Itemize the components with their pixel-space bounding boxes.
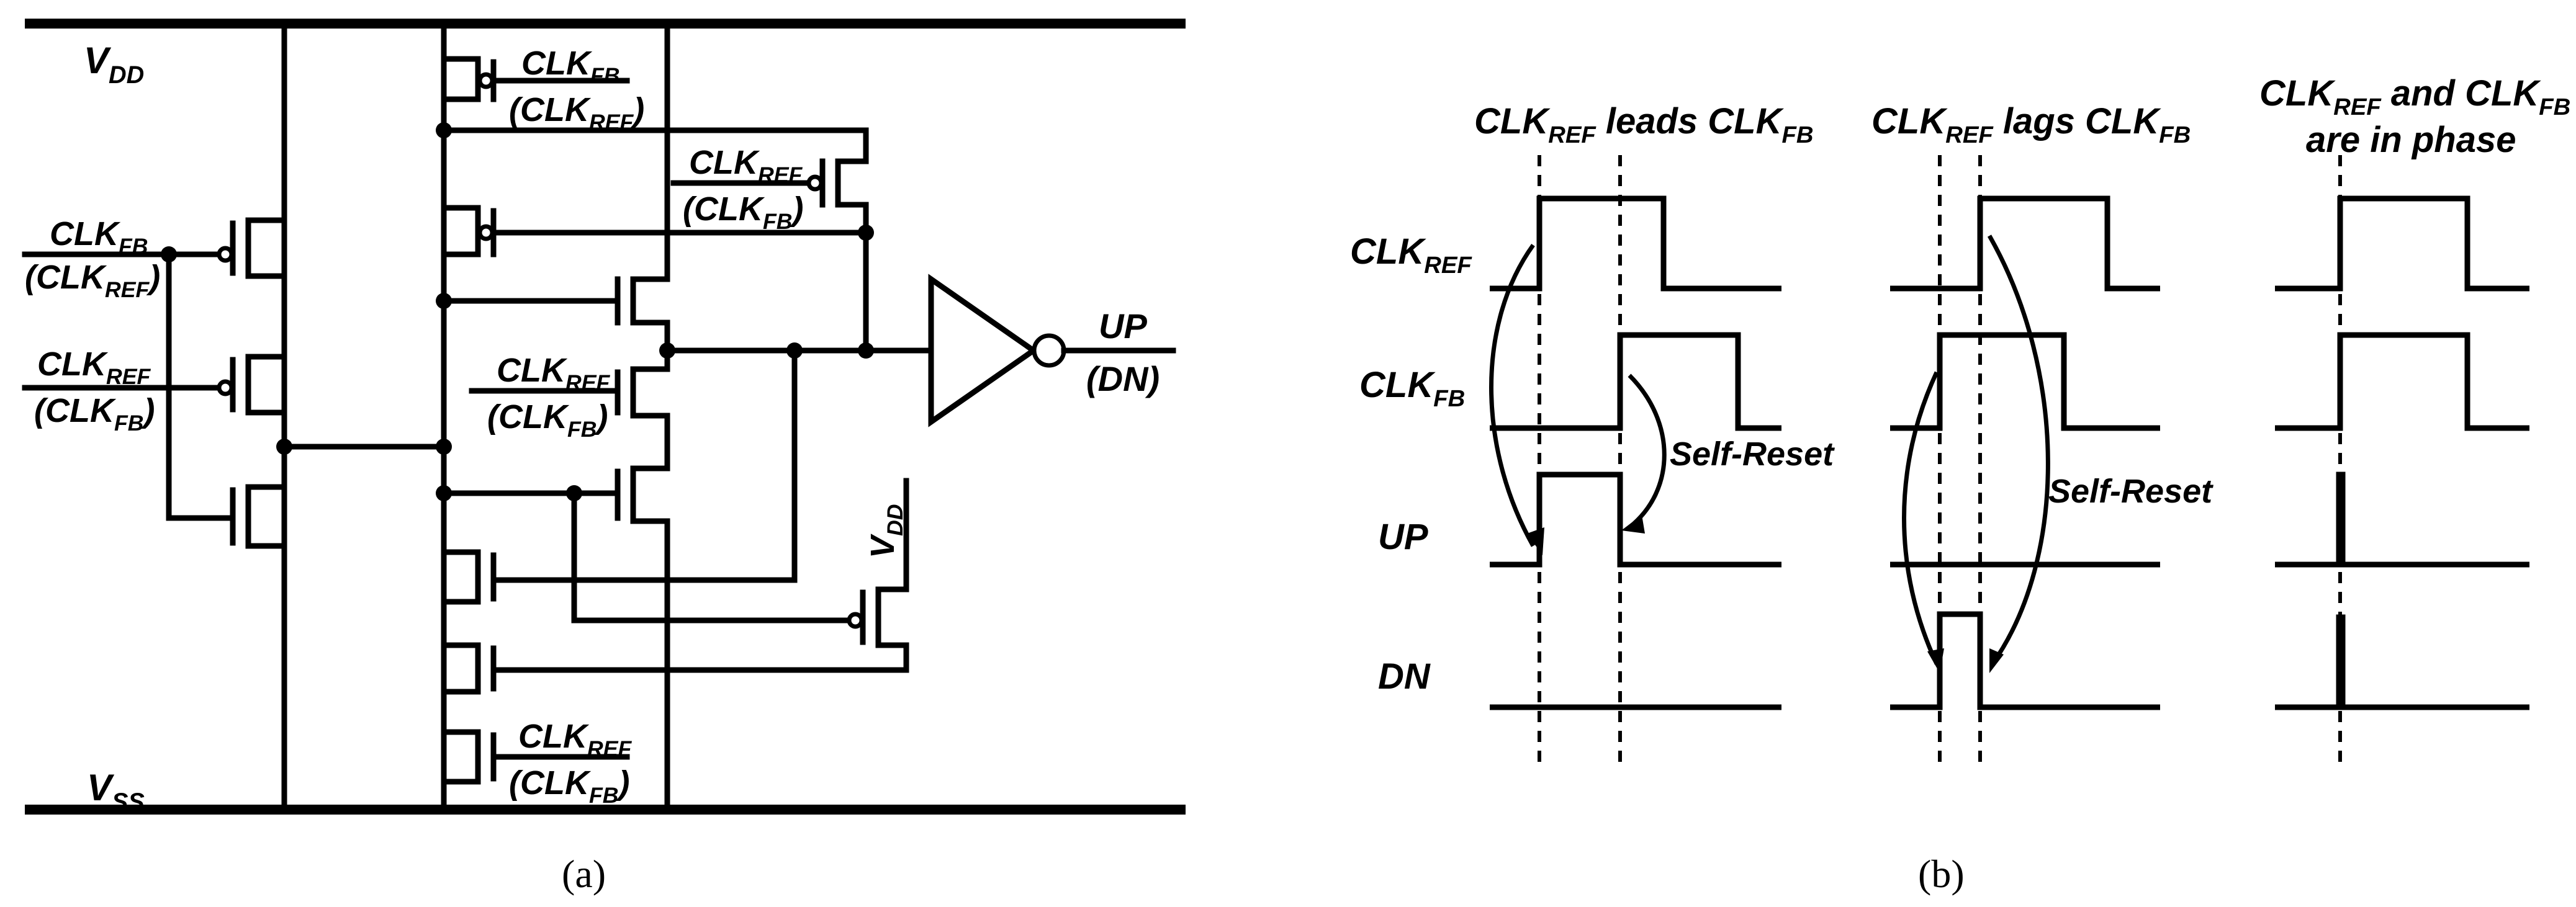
output-sub-label: (DN) bbox=[1086, 359, 1160, 398]
panel-b-timing: CLKREF CLKFB UP DN CLKREF leads CLKFB CL… bbox=[1350, 73, 2570, 896]
signal-label-clk-fb: CLKFB bbox=[1359, 365, 1465, 412]
case-2-clk-fb bbox=[1890, 332, 2160, 431]
panel-b-caption: (b) bbox=[1918, 852, 1965, 896]
signal-label-clk-ref: CLKREF bbox=[1350, 231, 1472, 279]
bottom-label: CLKREF bbox=[518, 718, 632, 761]
middle-sub: (CLKFB) bbox=[487, 398, 608, 442]
case-1-arrowhead-1 bbox=[1527, 527, 1544, 555]
case-3-clk-fb bbox=[2275, 332, 2529, 431]
junction-dot bbox=[276, 439, 292, 455]
case-1-clk-ref bbox=[1490, 195, 1781, 292]
self-reset-2: Self-Reset bbox=[2048, 473, 2213, 510]
case-2-arrowhead-1 bbox=[1927, 648, 1944, 673]
left-input-1-sub: (CLKREF) bbox=[25, 259, 160, 302]
central-pmos-top-bubble bbox=[477, 72, 495, 89]
signal-label-up: UP bbox=[1378, 517, 1428, 557]
case-2-title: CLKREF lags CLKFB bbox=[1871, 101, 2191, 148]
case-1-arrow-fb-to-up bbox=[1628, 373, 1667, 529]
case-3-dn bbox=[2275, 614, 2529, 710]
case-2-dn bbox=[1890, 611, 2160, 710]
case-3-waveforms bbox=[2275, 155, 2529, 763]
left-input-2-sub: (CLKFB) bbox=[34, 392, 155, 436]
case-1-clk-fb bbox=[1490, 332, 1781, 431]
middle-label: CLKREF bbox=[497, 352, 610, 395]
upper-right-label: CLKREF bbox=[689, 144, 803, 187]
central-pmos-2-bubble bbox=[477, 224, 495, 241]
bottom-sub: (CLKFB) bbox=[509, 764, 629, 808]
upper-right-sub: (CLKFB) bbox=[683, 190, 803, 234]
left-input-1-label: CLKFB bbox=[50, 215, 148, 259]
panel-a-caption: (a) bbox=[562, 852, 606, 896]
case-3-up bbox=[2275, 471, 2529, 568]
case-1-up bbox=[1490, 471, 1781, 568]
top-gate-label: CLKFB bbox=[521, 45, 619, 88]
inverter-bubble bbox=[1032, 333, 1066, 368]
vdd-label: VDD bbox=[84, 40, 144, 89]
case-1-title: CLKREF leads CLKFB bbox=[1474, 101, 1814, 148]
vss-label: VSS bbox=[87, 767, 145, 816]
vdd-small-label: VDD bbox=[864, 504, 907, 559]
case-2-waveforms: Self-Reset bbox=[1890, 155, 2213, 763]
case-1-waveforms: Self-Reset bbox=[1489, 155, 1835, 763]
case-1-arrow-ref-to-up bbox=[1489, 243, 1536, 547]
case-2-clk-ref bbox=[1890, 195, 2160, 292]
junction-dot bbox=[436, 293, 452, 309]
case-1-arrowhead-2 bbox=[1621, 515, 1645, 534]
output-label: UP bbox=[1099, 306, 1147, 346]
panel-a-schematic: VDD VSS CLKFB (CLKREF) CLKREF (CLKFB) bbox=[22, 19, 1186, 896]
junction-dot bbox=[436, 485, 452, 501]
case-2-arrowhead-2 bbox=[1989, 648, 2004, 673]
junction-dot bbox=[161, 246, 177, 262]
case-3-title-line1: CLKREF and CLKFB bbox=[2259, 73, 2570, 120]
case-3-clk-ref bbox=[2275, 195, 2529, 292]
case-2-arrow-fb-to-dn bbox=[1902, 371, 1939, 665]
case-3-title-line2: are in phase bbox=[2306, 120, 2516, 160]
junction-dot bbox=[436, 122, 452, 138]
signal-label-dn: DN bbox=[1378, 656, 1431, 697]
self-reset-1: Self-Reset bbox=[1670, 436, 1835, 473]
case-2-arrow-ref-to-dn bbox=[1987, 235, 2050, 666]
inverter-triangle bbox=[928, 274, 1038, 427]
top-gate-sub: (CLKREF) bbox=[509, 91, 644, 135]
left-input-2-label: CLKREF bbox=[37, 346, 151, 389]
